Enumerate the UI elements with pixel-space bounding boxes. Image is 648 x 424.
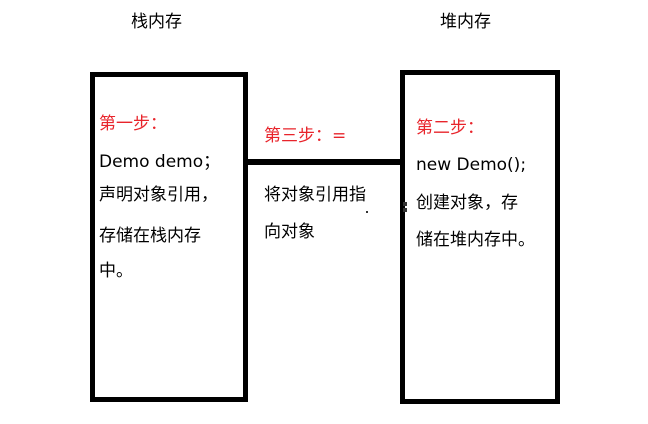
artifact-mark bbox=[403, 208, 407, 212]
heap-line-1: new Demo(); bbox=[416, 155, 527, 175]
stack-memory-title: 栈内存 bbox=[131, 12, 182, 32]
stack-memory-box bbox=[90, 72, 248, 402]
stack-line-4: 中。 bbox=[99, 261, 133, 281]
stack-line-2: 声明对象引用， bbox=[99, 185, 218, 205]
stack-line-3: 存储在栈内存 bbox=[99, 226, 201, 246]
step-one-label: 第一步： bbox=[99, 114, 167, 134]
heap-memory-box bbox=[400, 70, 560, 404]
step-two-label: 第二步： bbox=[416, 118, 484, 138]
reference-connector-line bbox=[248, 159, 400, 165]
heap-line-2: 创建对象，存 bbox=[416, 193, 518, 213]
heap-memory-title: 堆内存 bbox=[440, 12, 491, 32]
stack-line-1: Demo demo； bbox=[99, 152, 221, 172]
heap-line-3: 储在堆内存中。 bbox=[416, 230, 535, 250]
artifact-mark bbox=[366, 211, 368, 213]
step-three-label: 第三步：= bbox=[264, 126, 347, 146]
link-line-2: 向对象 bbox=[264, 222, 315, 242]
link-line-1: 将对象引用指 bbox=[264, 185, 366, 205]
artifact-mark bbox=[403, 202, 407, 206]
